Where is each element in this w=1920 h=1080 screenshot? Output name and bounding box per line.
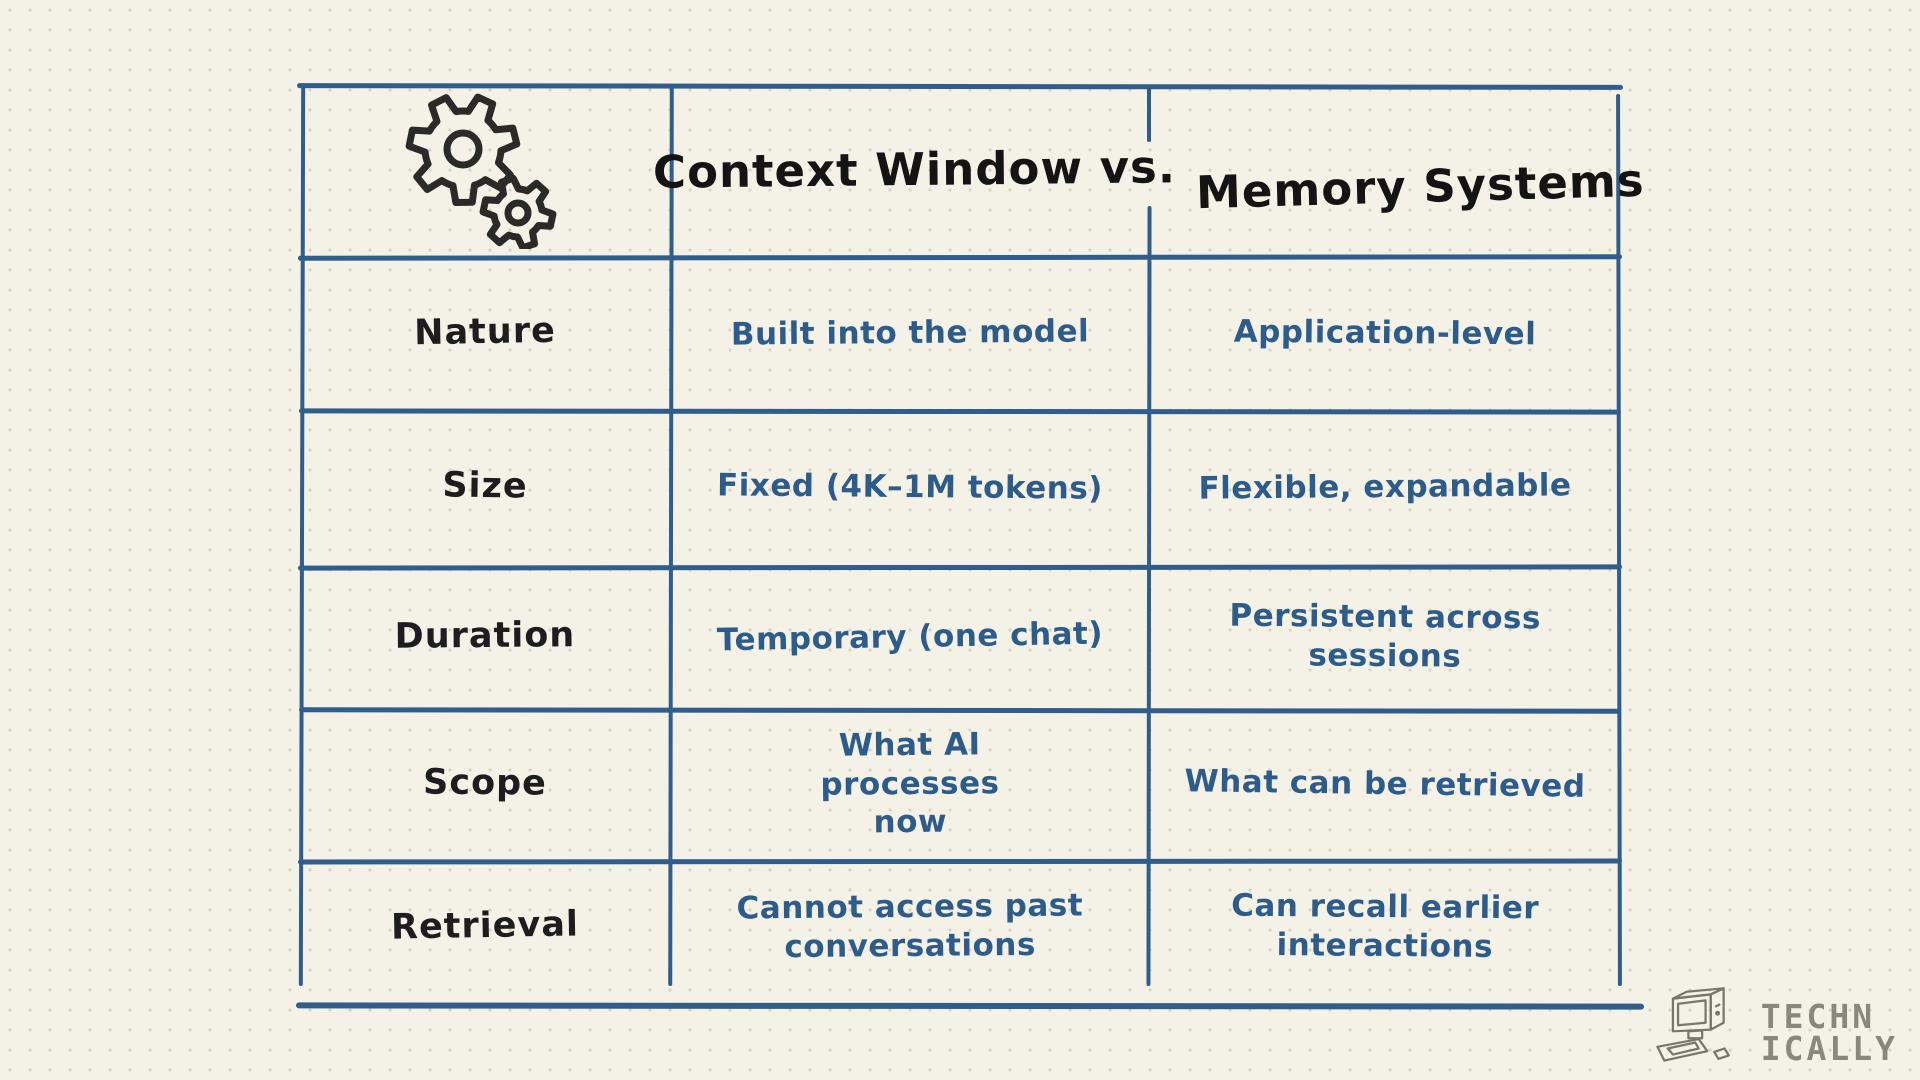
row-label-scope: Scope [422,762,548,804]
cell-scope-context: What AI processes now [674,710,1145,858]
header-icon-cell [305,89,665,251]
cell-scope-memory: What can be retrieved [1184,762,1586,805]
title-part-context-window: Context Window vs. [653,140,1177,199]
cell-retrieval-memory-text: Can recall earlier interactions [1231,887,1540,965]
cell-size-context: Fixed (4K–1M tokens) [716,466,1104,507]
table-border-bottom [295,1002,1645,1010]
cell-scope-context-text: What AI processes now [820,726,1000,841]
row-label-retrieval: Retrieval [390,904,580,948]
logo-line-1: TECHN [1760,997,1876,1037]
gears-icon [405,93,557,249]
retro-computer-icon [1656,987,1730,1062]
row-label-nature: Nature [413,310,557,354]
cell-duration-memory-text: Persistent across sessions [1229,597,1542,675]
title-part-memory-systems: Memory Systems [1195,153,1646,220]
row-label-duration: Duration [394,615,576,657]
cell-nature-context: Built into the model [730,313,1090,353]
cell-nature-memory: Application-level [1233,313,1537,352]
logo-line-2: ICALLY [1760,1028,1898,1068]
cell-duration-memory: Persistent across sessions [1154,567,1615,707]
row-label-size: Size [442,465,528,507]
cell-retrieval-memory: Can recall earlier interactions [1154,861,1615,993]
column-divider-2-top [1147,86,1151,142]
cell-size-memory: Flexible, expandable [1198,466,1572,507]
column-divider-1 [668,85,674,987]
table-title: Context Window vs. Memory Systems [653,84,1645,255]
cell-retrieval-context-text: Cannot access past conversations [736,887,1084,966]
cell-duration-context: Temporary (one chat) [716,615,1104,658]
column-divider-2-bottom [1146,205,1152,987]
technically-logo: TECHN ICALLY [1655,978,1898,1068]
cell-retrieval-context: Cannot access past conversations [674,861,1145,993]
technically-wordmark: TECHN ICALLY [1760,997,1898,1068]
